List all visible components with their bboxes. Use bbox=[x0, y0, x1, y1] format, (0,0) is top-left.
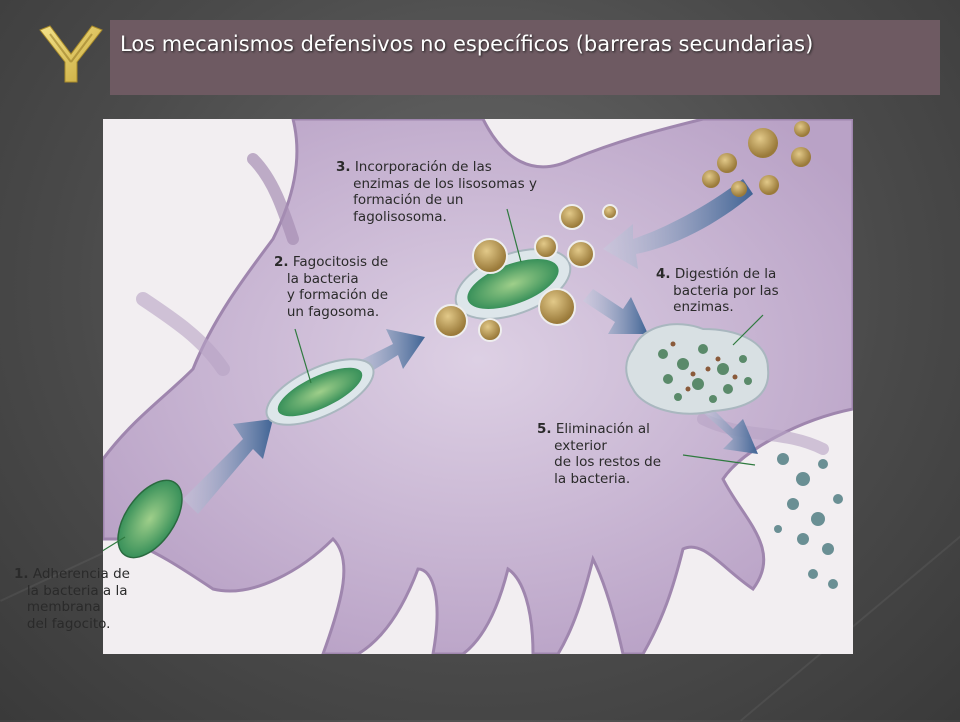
step-2-line: Fagocitosis de bbox=[292, 254, 389, 270]
cell-pseudopod bbox=[136, 292, 230, 376]
step-1-line: Adherencia de bbox=[32, 566, 130, 582]
step-5-label: 5. Eliminación al exterior de los restos… bbox=[537, 421, 661, 487]
step-1-line: membrana bbox=[26, 599, 101, 615]
step-3-line: fagolisosoma. bbox=[353, 208, 447, 225]
step-5-line: de los restos de bbox=[554, 454, 662, 470]
step-4-label: 4. Digestión de la bacteria por las enzi… bbox=[656, 266, 779, 316]
lysosomes-cluster bbox=[434, 204, 618, 342]
step-4-number: 4. bbox=[656, 266, 671, 282]
step-5-number: 5. bbox=[537, 421, 552, 437]
step-1-number: 1. bbox=[14, 566, 29, 582]
step-2-line: un fagosoma. bbox=[286, 303, 380, 320]
bacterium-step3 bbox=[467, 259, 559, 309]
step-2-label: 2. Fagocitosis de la bacteria y formació… bbox=[274, 254, 388, 320]
phagocytosis-figure: 2. Fagocitosis de la bacteria y formació… bbox=[103, 119, 853, 654]
arrow-5 bbox=[701, 399, 758, 454]
step-4-line: enzimas. bbox=[673, 299, 734, 315]
step-4-line: Digestión de la bbox=[674, 266, 777, 282]
step-5-line: Eliminación al bbox=[555, 421, 650, 437]
digested-fragments-brown bbox=[670, 341, 738, 392]
phagocyte-cell bbox=[103, 119, 853, 654]
step-3-line: formación de un bbox=[353, 192, 464, 208]
leader-lines bbox=[103, 208, 764, 552]
phagocytosis-illustration bbox=[103, 119, 853, 654]
arrow-1 bbox=[183, 419, 273, 514]
step-3-label: 3. Incorporación de las enzimas de los l… bbox=[336, 159, 537, 225]
cell-pseudopod bbox=[247, 153, 299, 245]
antibody-y-icon bbox=[39, 25, 103, 83]
digested-fragments bbox=[658, 344, 752, 403]
step-1-label: 1. Adherencia de la bacteria a la membra… bbox=[14, 566, 130, 632]
incoming-lysosomes bbox=[702, 121, 811, 197]
step-1-line: del fagocito. bbox=[26, 615, 111, 632]
step-4-line: bacteria por las bbox=[673, 282, 779, 299]
step-3-line: Incorporación de las bbox=[354, 159, 492, 175]
digestion-vesicle bbox=[625, 323, 770, 415]
step-1-line: la bacteria a la bbox=[26, 582, 128, 599]
cell-pseudopod bbox=[697, 413, 829, 455]
expelled-debris bbox=[774, 453, 843, 589]
step-3-number: 3. bbox=[336, 159, 351, 175]
bacterium-step2 bbox=[277, 367, 363, 417]
step-5-line: exterior bbox=[554, 437, 607, 454]
arrow-4 bbox=[603, 179, 753, 269]
step-3-line: enzimas de los lisosomas y bbox=[353, 175, 537, 192]
arrow-3 bbox=[583, 289, 648, 334]
bacterium-step1 bbox=[117, 479, 183, 559]
step-2-line: y formación de bbox=[286, 287, 389, 303]
slide-title: Los mecanismos defensivos no específicos… bbox=[120, 32, 814, 56]
step-5-line: la bacteria. bbox=[554, 470, 631, 487]
step-2-line: la bacteria bbox=[286, 270, 359, 287]
step-2-number: 2. bbox=[274, 254, 289, 270]
title-bar: Los mecanismos defensivos no específicos… bbox=[110, 20, 940, 95]
